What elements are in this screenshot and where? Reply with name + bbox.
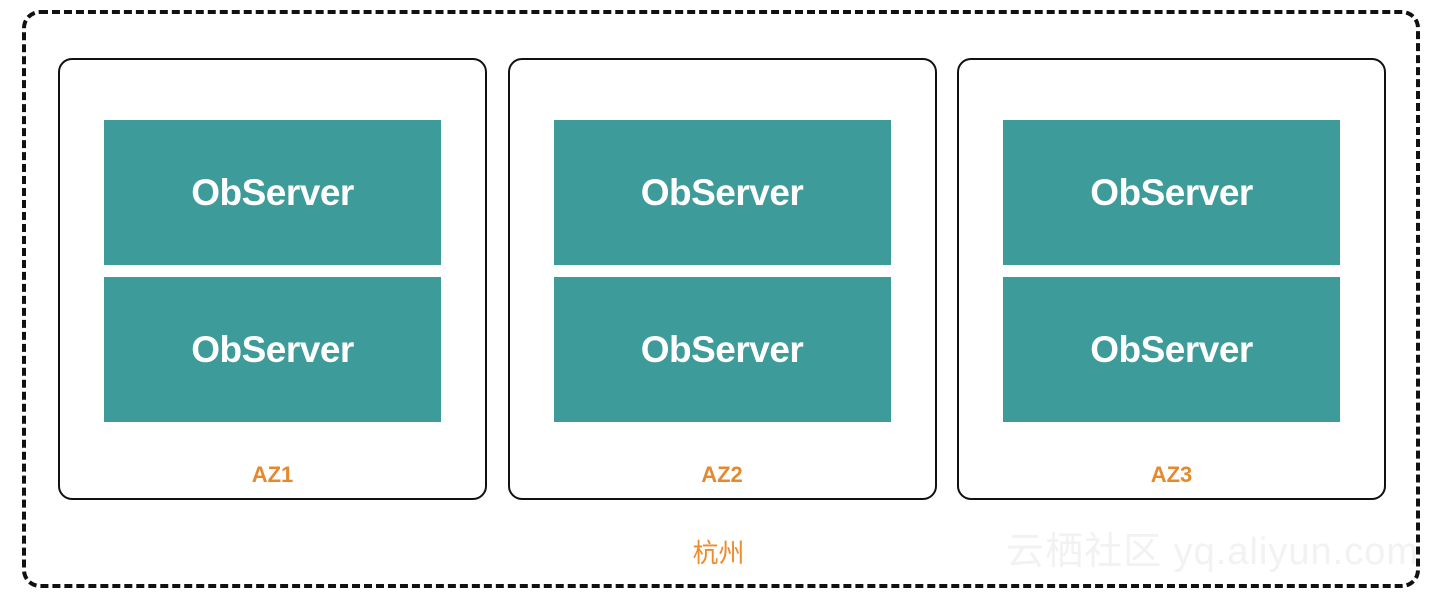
observer-node-label: ObServer (640, 329, 804, 370)
observer-node-az2-2: ObServer (553, 277, 891, 422)
observer-node-label: ObServer (191, 172, 354, 213)
availability-zone-label-az2: AZ2 (701, 462, 743, 487)
observer-node-az1-2: ObServer (104, 277, 441, 422)
availability-zone-panel-az2: ObServer ObServer AZ2 (507, 58, 937, 500)
observer-node-label: ObServer (640, 172, 804, 213)
observer-node-label: ObServer (1090, 172, 1253, 213)
observer-node-label: ObServer (1090, 329, 1253, 370)
availability-zone-row: ObServer ObServer AZ1 ObServer ObServer … (58, 58, 1386, 500)
region-boundary (22, 10, 1420, 588)
observer-node-az3-1: ObServer (1003, 120, 1340, 265)
availability-zone-label-az3: AZ3 (1150, 462, 1193, 487)
observer-node-label: ObServer (191, 329, 354, 370)
observer-node-az2-1: ObServer (553, 120, 891, 265)
region-label: 杭州 (692, 538, 745, 568)
observer-node-az1-1: ObServer (104, 120, 441, 265)
availability-zone-panel-az3: ObServer ObServer AZ3 (957, 58, 1386, 500)
availability-zone-label-az1: AZ1 (251, 462, 294, 487)
availability-zone-panel-az1: ObServer ObServer AZ1 (58, 58, 487, 500)
observer-node-az3-2: ObServer (1003, 277, 1340, 422)
